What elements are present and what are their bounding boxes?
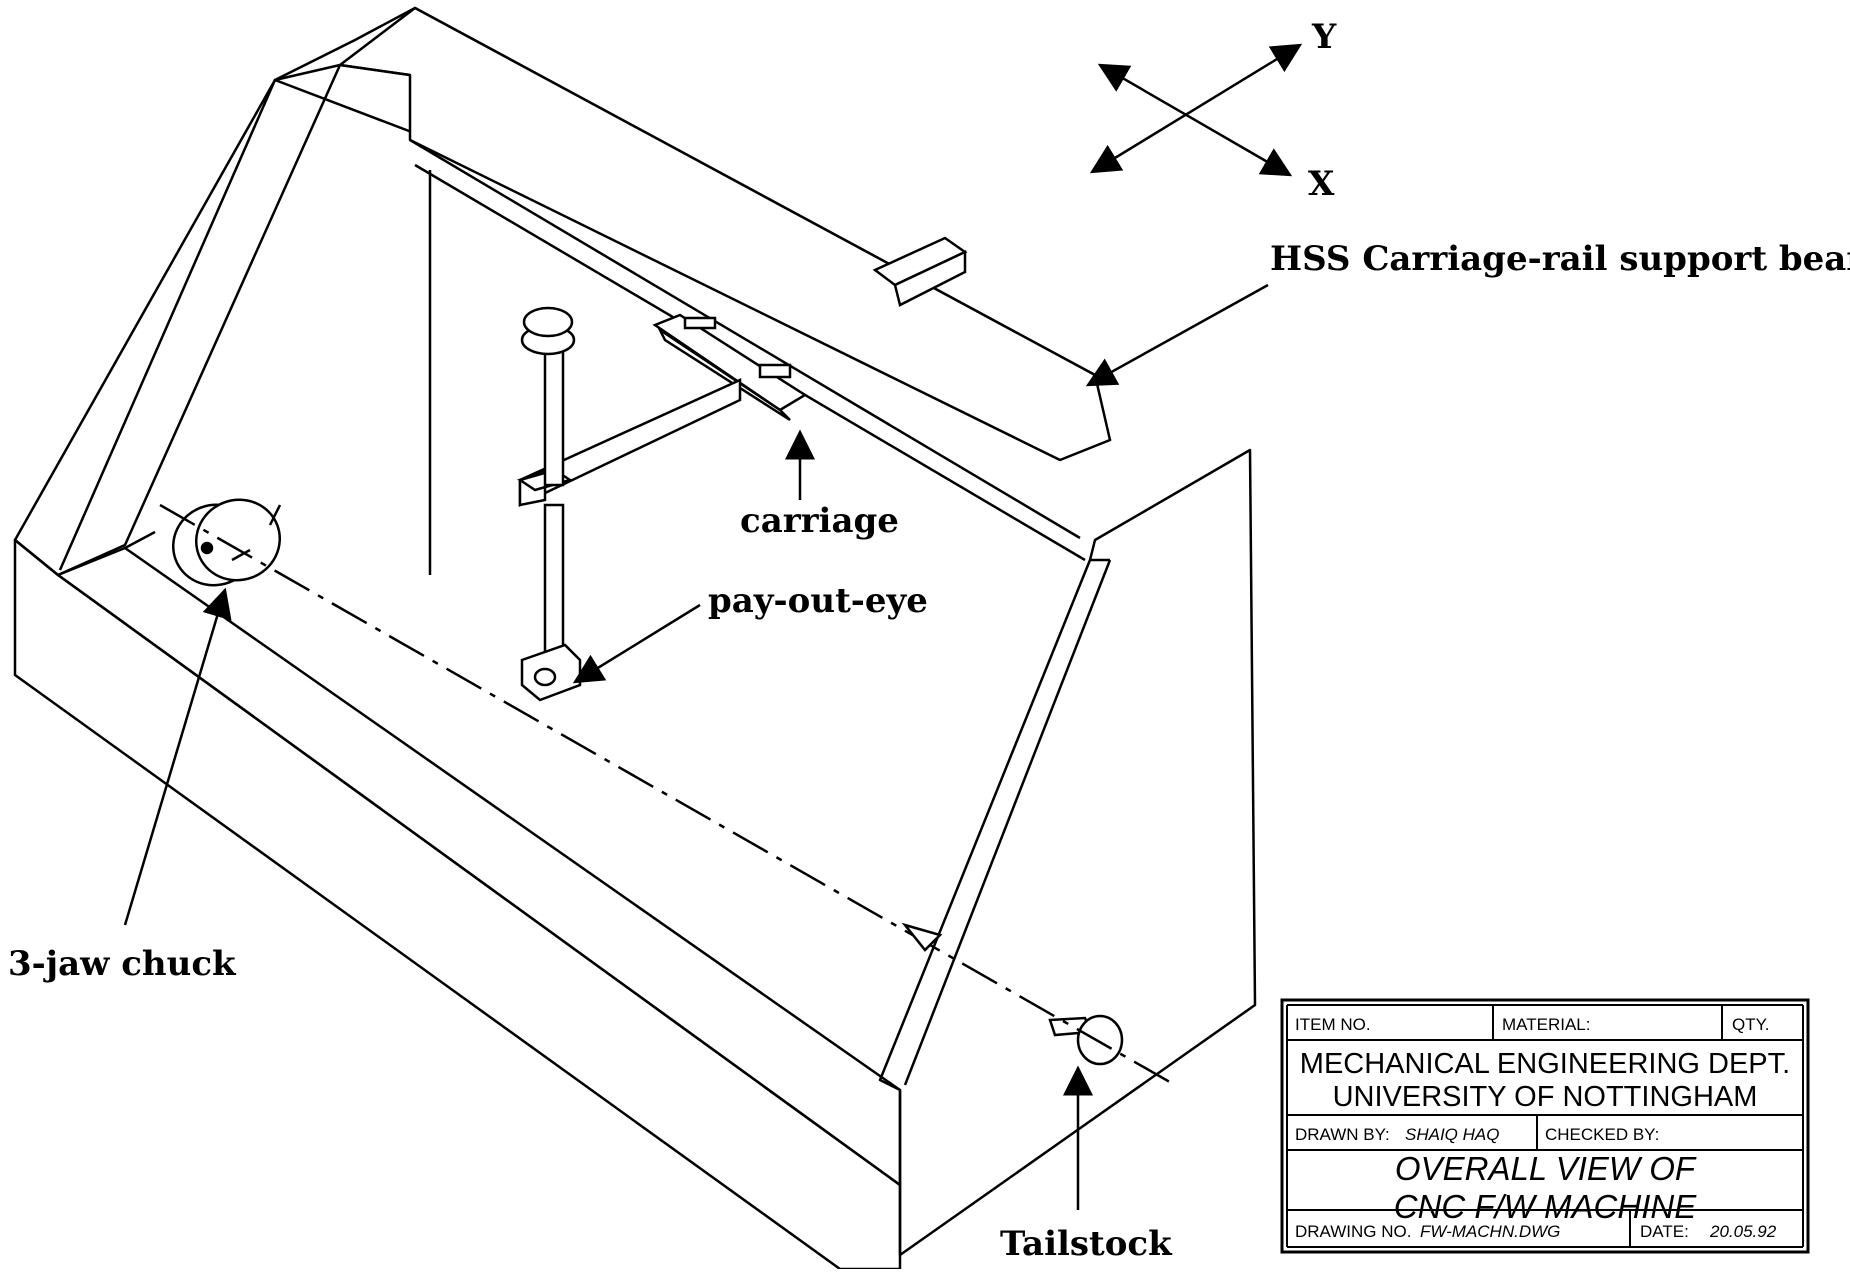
beam-leader <box>1085 283 1269 387</box>
title-block: ITEM NO. MATERIAL: QTY. MECHANICAL ENGIN… <box>1280 998 1810 1254</box>
mandrel-arrow <box>901 922 943 952</box>
dept-line2: UNIVERSITY OF NOTTINGHAM <box>1333 1081 1758 1113</box>
drawing-no-label: DRAWING NO. <box>1295 1222 1411 1241</box>
carriage-label: carriage <box>740 501 899 541</box>
tailstock-label: Tailstock <box>1000 1224 1173 1264</box>
axis-symbol <box>1089 43 1303 177</box>
title-line2: CNC F/W MACHINE <box>1394 1188 1697 1225</box>
chuck-leader <box>123 587 232 926</box>
vertical-column <box>520 306 576 657</box>
item-no-label: ITEM NO. <box>1295 1015 1371 1034</box>
y-axis-label: Y <box>1311 17 1337 57</box>
tailstock <box>1048 1014 1124 1066</box>
date-value: 20.05.92 <box>1709 1222 1777 1241</box>
date-label: DATE: <box>1640 1222 1689 1241</box>
payout-leader <box>572 603 701 684</box>
machine-frame <box>13 6 1257 1271</box>
drawing-no: FW-MACHN.DWG <box>1420 1222 1560 1241</box>
title-line1: OVERALL VIEW OF <box>1395 1150 1697 1187</box>
drawn-by-label: DRAWN BY: <box>1295 1125 1390 1144</box>
qty-label: QTY. <box>1732 1015 1769 1034</box>
beam-label: HSS Carriage-rail support beam <box>1270 239 1850 279</box>
chuck-label: 3-jaw chuck <box>8 944 237 984</box>
payout-label: pay-out-eye <box>708 581 928 621</box>
checked-by-label: CHECKED BY: <box>1545 1125 1659 1144</box>
material-label: MATERIAL: <box>1502 1015 1590 1034</box>
left-end-panel <box>13 63 342 577</box>
right-end-panel <box>878 448 1257 1257</box>
support-beam <box>872 236 968 307</box>
drawn-by-name: SHAIQ HAQ <box>1405 1125 1499 1144</box>
pay-out-eye-block <box>520 643 582 702</box>
x-axis-label: X <box>1308 164 1335 204</box>
winding-axis <box>159 503 1176 1087</box>
base-slab <box>13 538 902 1271</box>
dept-line1: MECHANICAL ENGINEERING DEPT. <box>1300 1048 1790 1080</box>
